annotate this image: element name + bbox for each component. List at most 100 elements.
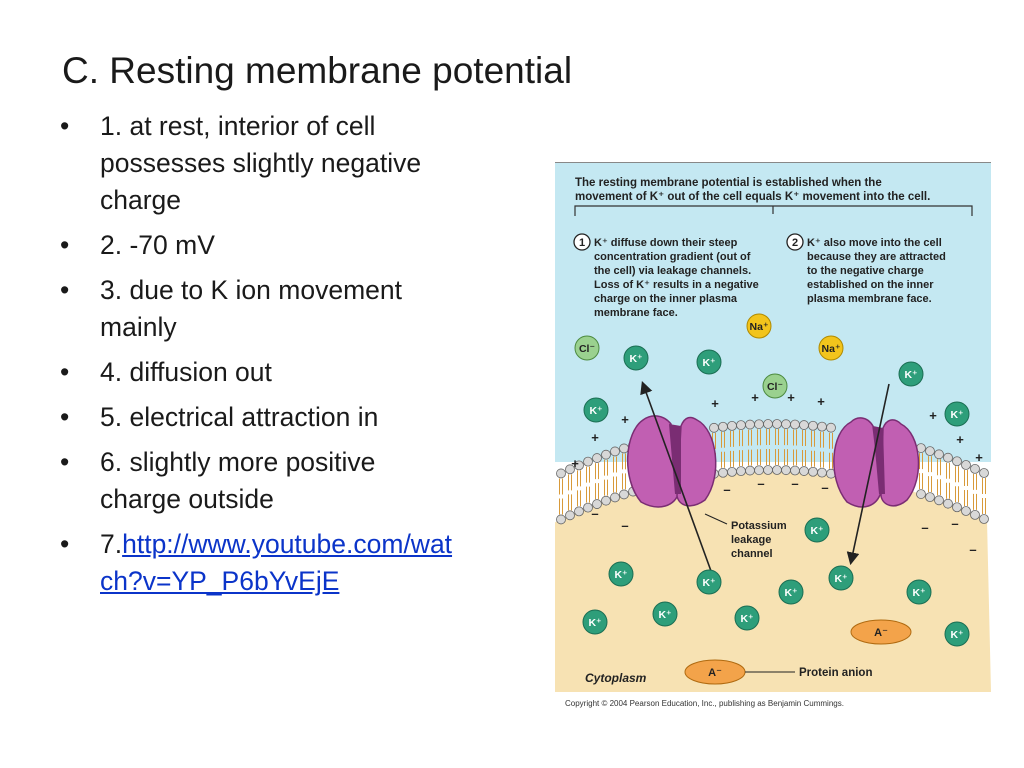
protein-anion-icon: [850, 619, 912, 645]
lipid-head: [817, 421, 827, 432]
negative-charge: –: [969, 542, 976, 557]
step-2-number: 2: [792, 237, 798, 249]
step-1-line: membrane face.: [594, 307, 678, 319]
chloride-ion: Cl⁻: [574, 335, 600, 361]
potassium-ion: K⁺: [898, 361, 924, 387]
potassium-ion-icon: [583, 397, 609, 423]
lipid-head: [790, 465, 800, 476]
potassium-ion-icon: [696, 569, 722, 595]
membrane-charges: ++++++++++–––––––––: [571, 390, 983, 557]
step-1-line: concentration gradient (out of: [594, 251, 751, 263]
positive-charge: +: [975, 450, 983, 465]
sodium-ion: Na⁺: [818, 335, 844, 361]
step-1-number: 1: [579, 237, 585, 249]
lipid-head: [925, 492, 935, 503]
channel-pore: [669, 424, 681, 494]
protein-anion-symbol: A⁻: [708, 667, 722, 679]
step-1-badge: [573, 233, 591, 251]
potassium-ion: K⁺: [582, 609, 608, 635]
lipid-head: [583, 456, 593, 467]
lipid-head: [961, 460, 971, 470]
lipid-head: [754, 465, 764, 476]
potassium-ion: K⁺: [778, 579, 804, 605]
k-influx-arrow: [846, 383, 890, 566]
negative-charge: –: [723, 482, 730, 497]
slide-title: C. Resting membrane potential: [62, 50, 573, 91]
negative-charge: –: [791, 476, 798, 491]
lipid-head: [799, 420, 809, 430]
lipid-head: [763, 419, 773, 429]
lipid-head: [556, 468, 566, 479]
youtube-link[interactable]: http://www.youtube.com/watch?v=YP_P6bYvE…: [100, 529, 453, 596]
potassium-ion: K⁺: [652, 601, 678, 627]
header-bracket: [574, 205, 973, 216]
lipid-head: [781, 419, 791, 430]
potassium-ion-label: K⁺: [834, 573, 847, 585]
step-1-line: Loss of K⁺ results in a negative: [594, 279, 759, 291]
cytoplasm-label: Cytoplasm: [585, 671, 647, 685]
potassium-ion: K⁺: [944, 621, 970, 647]
positive-charge: +: [929, 408, 937, 423]
negative-charge: –: [921, 520, 928, 535]
k-efflux-arrow: [640, 380, 716, 583]
sodium-ion-label: Na⁺: [822, 343, 841, 355]
potassium-ion-icon: [944, 401, 970, 427]
lipid-head: [961, 506, 971, 516]
lipid-head: [592, 453, 602, 463]
bullet-item: 5. electrical attraction in: [60, 399, 460, 436]
link-bullet-prefix: 7.: [100, 529, 123, 559]
potassium-ion-icon: [906, 579, 932, 605]
lipid-head: [583, 502, 593, 513]
positive-charge: +: [817, 394, 825, 409]
lipid-head: [601, 449, 611, 460]
protein-anion-symbol: A⁻: [874, 627, 888, 639]
potassium-ion: K⁺: [906, 579, 932, 605]
channel-label-line: leakage: [731, 534, 771, 546]
channel-subunit-right-icon: [880, 419, 920, 507]
protein-anion-label: Protein anion: [799, 667, 872, 679]
positive-charge: +: [711, 396, 719, 411]
bullet-list: 1. at rest, interior of cell possesses s…: [60, 108, 460, 608]
ions-layer: K⁺K⁺K⁺K⁺K⁺K⁺K⁺K⁺K⁺K⁺K⁺K⁺K⁺K⁺K⁺Na⁺Na⁺Cl⁻C…: [574, 313, 970, 685]
potassium-ion-icon: [828, 565, 854, 591]
sodium-ion-icon: [818, 335, 844, 361]
channel-subunit-left-icon: [627, 415, 680, 508]
lipid-head: [574, 460, 584, 471]
negative-charge: –: [951, 516, 958, 531]
lipid-head: [709, 422, 719, 433]
lipid-head: [943, 452, 953, 463]
lipid-head: [979, 468, 989, 478]
negative-charge: –: [621, 518, 628, 533]
step-1-line: the cell) via leakage channels.: [594, 265, 751, 277]
channel-subunit-right-icon: [676, 416, 717, 507]
bullet-item: 1. at rest, interior of cell possesses s…: [60, 108, 460, 219]
lipid-head: [772, 419, 782, 429]
potassium-ion: K⁺: [583, 397, 609, 423]
lipid-head: [970, 463, 980, 474]
step-1-line: K⁺ diffuse down their steep: [594, 237, 738, 249]
lipid-head: [718, 467, 728, 478]
lipid-head: [619, 489, 629, 500]
protein-anion: A⁻: [850, 619, 912, 645]
potassium-ion-icon: [944, 621, 970, 647]
negative-charge: –: [757, 476, 764, 491]
lipid-head: [817, 467, 827, 478]
potassium-ion: K⁺: [623, 345, 649, 371]
chloride-ion-label: Cl⁻: [767, 381, 783, 393]
figure-header-line-1: The resting membrane potential is establ…: [575, 177, 882, 189]
potassium-ion: K⁺: [696, 349, 722, 375]
step-2-line: K⁺ also move into the cell: [807, 237, 942, 249]
lipid-head: [952, 502, 962, 513]
potassium-ion: K⁺: [828, 565, 854, 591]
negative-charge: –: [591, 506, 598, 521]
potassium-ion-label: K⁺: [784, 587, 797, 599]
chloride-ion-label: Cl⁻: [579, 343, 595, 355]
lipid-head: [718, 421, 728, 432]
lipid-head: [727, 420, 737, 431]
lipid-head: [619, 443, 629, 454]
channel-label-leader: [704, 513, 728, 525]
sodium-ion-icon: [746, 313, 772, 339]
lipid-head: [754, 419, 764, 430]
potassium-ion-icon: [608, 561, 634, 587]
lipid-head: [592, 499, 602, 509]
